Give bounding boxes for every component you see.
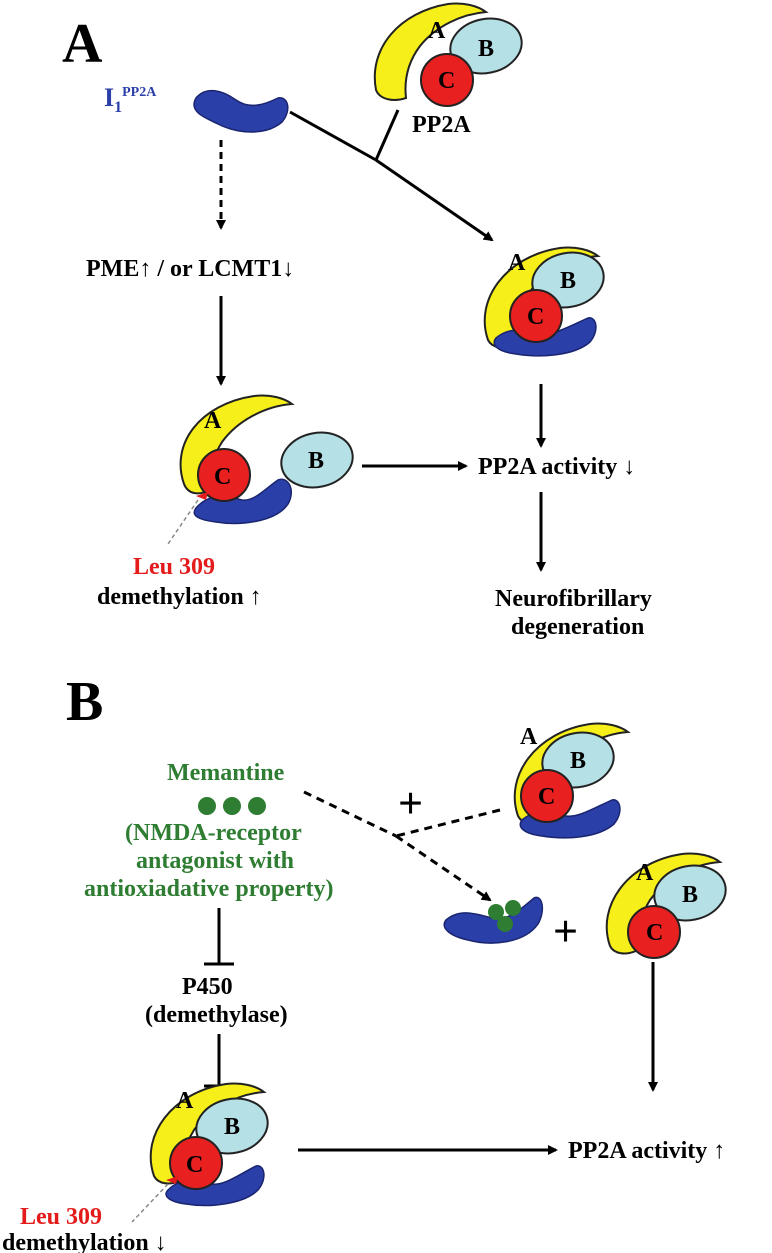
subunit-b-label: B [308, 448, 324, 474]
demethylase-label: (demethylase) [145, 1002, 288, 1028]
nmda-line2: antagonist with [136, 848, 294, 874]
subunit-b-label: B [570, 748, 586, 774]
pp2a-activity-down: PP2A activity ↓ [478, 454, 635, 480]
panel-b-label: B [66, 671, 103, 733]
memantine-molecule-icon [198, 797, 266, 815]
leu-309-label: Leu 309 [133, 554, 215, 580]
subunit-c-label: C [538, 784, 555, 810]
subunit-a-label: A [176, 1088, 194, 1114]
pp2a-activity-up: PP2A activity ↑ [568, 1138, 725, 1164]
pp2a-inhibitor-complex-icon: A B C [483, 246, 605, 357]
complex-arrow [375, 158, 494, 242]
binding-line-inhibitor [289, 110, 377, 162]
subunit-c-label: C [527, 304, 544, 330]
pme-text: PME↑ / or LCMT1↓ [86, 256, 294, 282]
memantine-label: Memantine [167, 760, 285, 786]
subunit-a-label: A [508, 250, 526, 276]
pp2a-holoenzyme-icon: A B C [605, 852, 727, 959]
leu-pointer-line [131, 1183, 169, 1223]
degeneration-label: degeneration [511, 614, 644, 640]
nmda-line1: (NMDA-receptor [125, 820, 302, 846]
demethylation-label: demethylation ↑ [97, 584, 262, 610]
dashed-line-memantine [303, 790, 397, 838]
pp2a-label: PP2A [412, 112, 471, 138]
binding-line-pp2a [374, 109, 400, 161]
inhibitor-protein-icon [193, 89, 289, 133]
leu-309-label: Leu 309 [20, 1204, 102, 1230]
demethylated-complex-icon: A B C [179, 394, 354, 525]
subunit-a-label: A [428, 18, 446, 44]
inhibitor-label: I1PP2A [104, 83, 157, 116]
subunit-b-label: B [478, 36, 494, 62]
dashed-arrow-release [395, 834, 492, 902]
subunit-a-label: A [520, 724, 538, 750]
subunit-a-label: A [636, 860, 654, 886]
subunit-b-label: B [682, 882, 698, 908]
plus-sign-2: + [553, 907, 578, 956]
subunit-a-label: A [204, 408, 222, 434]
panel-a-label: A [62, 13, 103, 75]
pp2a-holoenzyme-icon: A B C [373, 2, 523, 107]
nmda-line3: antioxiadative property) [84, 876, 334, 902]
subunit-b-label: B [224, 1114, 240, 1140]
subunit-b-label: B [560, 268, 576, 294]
subunit-c-label: C [186, 1152, 203, 1178]
methylated-complex-icon: A B C [149, 1082, 269, 1207]
neurofibrillary-label: Neurofibrillary [495, 586, 652, 612]
subunit-c-label: C [646, 920, 663, 946]
subunit-c-label: C [214, 464, 231, 490]
plus-sign-1: + [398, 779, 423, 828]
leu-pointer-line [167, 499, 199, 545]
p450-label: P450 [182, 974, 233, 1000]
inhibitor-memantine-complex-icon [443, 896, 544, 944]
demethylation-label: demethylation ↓ [2, 1230, 167, 1253]
subunit-c-label: C [438, 68, 455, 94]
pp2a-holoenzyme-icon: A B C [513, 722, 631, 839]
dashed-line-pp2a [395, 808, 501, 838]
